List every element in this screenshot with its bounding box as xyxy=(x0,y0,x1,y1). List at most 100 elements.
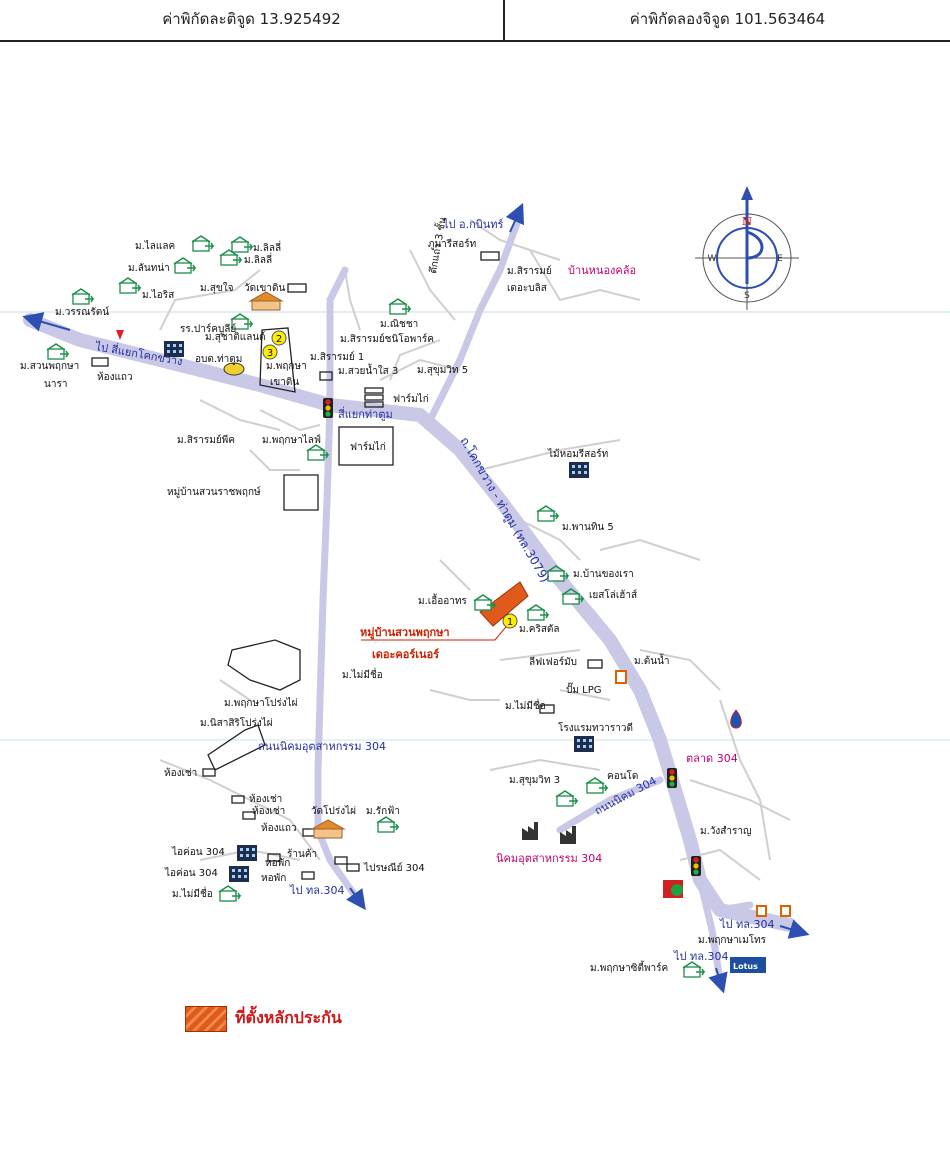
project-label: หมู่บ้านสวนพฤกษา เดอะคอร์เนอร์ xyxy=(360,626,450,661)
numbered-markers: 1 2 3 xyxy=(262,330,518,629)
svg-text:ไปรษณีย์ 304: ไปรษณีย์ 304 xyxy=(363,862,425,874)
svg-text:ม.สวนพฤกษา: ม.สวนพฤกษา xyxy=(20,361,79,372)
house-icon xyxy=(526,604,549,621)
seven-eleven-icon xyxy=(615,670,627,684)
svg-text:ม.พฤกษาไลฟ์: ม.พฤกษาไลฟ์ xyxy=(262,434,321,446)
svg-text:ม.ไม่มีชื่อ: ม.ไม่มีชื่อ xyxy=(505,698,546,712)
land-plots xyxy=(91,251,603,880)
lotus-store-icon xyxy=(730,957,766,973)
compass-rose: N E S W xyxy=(695,186,799,310)
arrow-south-1 xyxy=(346,887,366,911)
house-icon xyxy=(46,343,69,360)
svg-text:ม.ณิชชา: ม.ณิชชา xyxy=(380,319,418,330)
svg-text:ม.เอื้ออาทร: ม.เอื้ออาทร xyxy=(418,593,467,607)
seven-eleven-icon xyxy=(780,905,791,917)
svg-text:ม.วรรณรัตน์: ม.วรรณรัตน์ xyxy=(55,306,109,318)
svg-text:ม.ลิลลี่: ม.ลิลลี่ xyxy=(253,240,281,254)
traffic-light-icon xyxy=(667,768,677,788)
svg-text:S: S xyxy=(744,291,750,301)
svg-text:N: N xyxy=(742,215,752,228)
svg-text:ห้องเช่า: ห้องเช่า xyxy=(249,793,282,805)
house-icon xyxy=(218,885,241,902)
to-304-label-1: ไป ทล.304 xyxy=(289,884,345,897)
svg-text:บ้านหนองคล้อ: บ้านหนองคล้อ xyxy=(568,264,636,277)
svg-text:ห้องเช่า: ห้องเช่า xyxy=(252,805,285,817)
svg-text:ม.รักฟ้า: ม.รักฟ้า xyxy=(366,805,400,817)
condo-building-icon xyxy=(229,866,249,882)
collateral-legend-label: ที่ตั้งหลักประกัน xyxy=(235,1008,342,1027)
svg-text:ม.พฤกษาซิตี้พาร์ค: ม.พฤกษาซิตี้พาร์ค xyxy=(590,960,668,974)
coordinate-header: ค่าพิกัดละติจูด 13.925492 ค่าพิกัดลองจิจ… xyxy=(0,0,950,42)
house-icon xyxy=(555,790,578,807)
svg-text:ม.บ้านของเรา: ม.บ้านของเรา xyxy=(573,568,634,580)
svg-text:หอพัก: หอพัก xyxy=(261,873,286,884)
marker-2 xyxy=(271,330,287,346)
svg-text:ม.ไม่มีชื่อ: ม.ไม่มีชื่อ xyxy=(342,667,383,681)
flag-icon xyxy=(116,330,124,340)
svg-text:ม.นิสาสิริโปร่งไผ่: ม.นิสาสิริโปร่งไผ่ xyxy=(200,716,273,729)
svg-text:นารา: นารา xyxy=(44,379,67,390)
svg-text:หมู่บ้านสวนราชพฤกษ์: หมู่บ้านสวนราชพฤกษ์ xyxy=(167,486,261,498)
svg-text:Lotus: Lotus xyxy=(733,962,758,971)
svg-text:ม.สิรารมย์พีค: ม.สิรารมย์พีค xyxy=(177,434,235,446)
marker-3 xyxy=(262,344,278,360)
svg-text:ม.สวยน้ำใส 3: ม.สวยน้ำใส 3 xyxy=(338,363,398,377)
house-icon xyxy=(71,288,94,305)
rowhouse-plot xyxy=(287,283,307,293)
svg-text:ม.คริสตัล: ม.คริสตัล xyxy=(519,624,560,635)
svg-text:หอพัก: หอพัก xyxy=(265,858,290,869)
marker-1 xyxy=(502,613,518,629)
svg-text:ห้องแถว: ห้องแถว xyxy=(97,371,133,383)
collateral-pointer-line xyxy=(361,621,511,641)
svg-text:2: 2 xyxy=(276,334,282,345)
house-icon xyxy=(173,257,196,274)
direction-arrows xyxy=(22,202,810,994)
svg-text:ม.พฤกษา: ม.พฤกษา xyxy=(266,361,307,372)
svg-text:ไม้หอมรีสอร์ท: ไม้หอมรีสอร์ท xyxy=(547,448,608,460)
chicken-farm-plot xyxy=(338,426,394,466)
factory-icon xyxy=(522,822,538,840)
to-kabin-label: ไป อ.กบินทร์ xyxy=(442,218,504,231)
svg-text:3: 3 xyxy=(267,348,273,359)
svg-text:คอนโด: คอนโด xyxy=(607,769,638,782)
svg-text:ม.สุขุมวิท 3: ม.สุขุมวิท 3 xyxy=(509,775,560,786)
svg-text:ม.วังสำราญ: ม.วังสำราญ xyxy=(700,826,752,837)
house-icon xyxy=(585,777,608,794)
pruksa-khaodin-plot xyxy=(259,327,296,393)
to-304-label-2: ไป ทล.304 xyxy=(719,918,775,931)
house-icon xyxy=(682,961,705,978)
hotel-building-icon xyxy=(574,736,594,752)
svg-text:ห้องเช่า: ห้องเช่า xyxy=(164,767,197,779)
svg-text:อบต.ท่าตูม: อบต.ท่าตูม xyxy=(195,354,242,365)
industrial-road-label: ถนนนิคมอุตสาหกรรม 304 xyxy=(258,740,386,753)
local-roads xyxy=(159,219,791,881)
house-icon xyxy=(230,236,253,253)
svg-text:นิคมอุตสาหกรรม 304: นิคมอุตสาหกรรม 304 xyxy=(496,852,602,865)
svg-text:วัดเขาดิน: วัดเขาดิน xyxy=(244,283,285,294)
village-plot xyxy=(283,474,319,511)
collateral-site xyxy=(479,581,529,627)
house-icon xyxy=(118,277,141,294)
svg-text:ม.ไม่มีชื่อ: ม.ไม่มีชื่อ xyxy=(172,886,213,900)
svg-text:ม.สุขใจ: ม.สุขใจ xyxy=(200,282,234,294)
gas-station-icon xyxy=(730,709,742,729)
svg-text:ไอค่อน 304: ไอค่อน 304 xyxy=(171,846,225,858)
svg-text:เดอะบลิส: เดอะบลิส xyxy=(507,283,547,294)
svg-text:ร้านค้า: ร้านค้า xyxy=(287,848,317,860)
svg-text:ม.สุชาติแลนด์: ม.สุชาติแลนด์ xyxy=(205,331,266,343)
svg-text:ม.พฤกษาเมโทร: ม.พฤกษาเมโทร xyxy=(698,933,767,946)
svg-text:เขาดิน: เขาดิน xyxy=(270,377,299,388)
svg-text:ม.พานทิน 5: ม.พานทิน 5 xyxy=(562,522,614,533)
svg-text:ม.พฤกษาโปร่งไผ่: ม.พฤกษาโปร่งไผ่ xyxy=(224,696,298,709)
junction-label: สี่แยกท่าตูม xyxy=(338,406,393,421)
arrow-east xyxy=(779,919,810,939)
svg-text:วัดโปร่งไผ่: วัดโปร่งไผ่ xyxy=(311,804,356,817)
latitude-label: ค่าพิกัดละติจูด 13.925492 xyxy=(0,0,505,40)
svg-text:ห้องแถว: ห้องแถว xyxy=(261,822,297,834)
open-plot-2 xyxy=(207,724,266,771)
temple-icon xyxy=(249,291,283,311)
north-arrow-icon xyxy=(741,186,753,200)
svg-text:1: 1 xyxy=(507,617,513,628)
svg-text:ม.ไลแลค: ม.ไลแลค xyxy=(135,240,175,252)
